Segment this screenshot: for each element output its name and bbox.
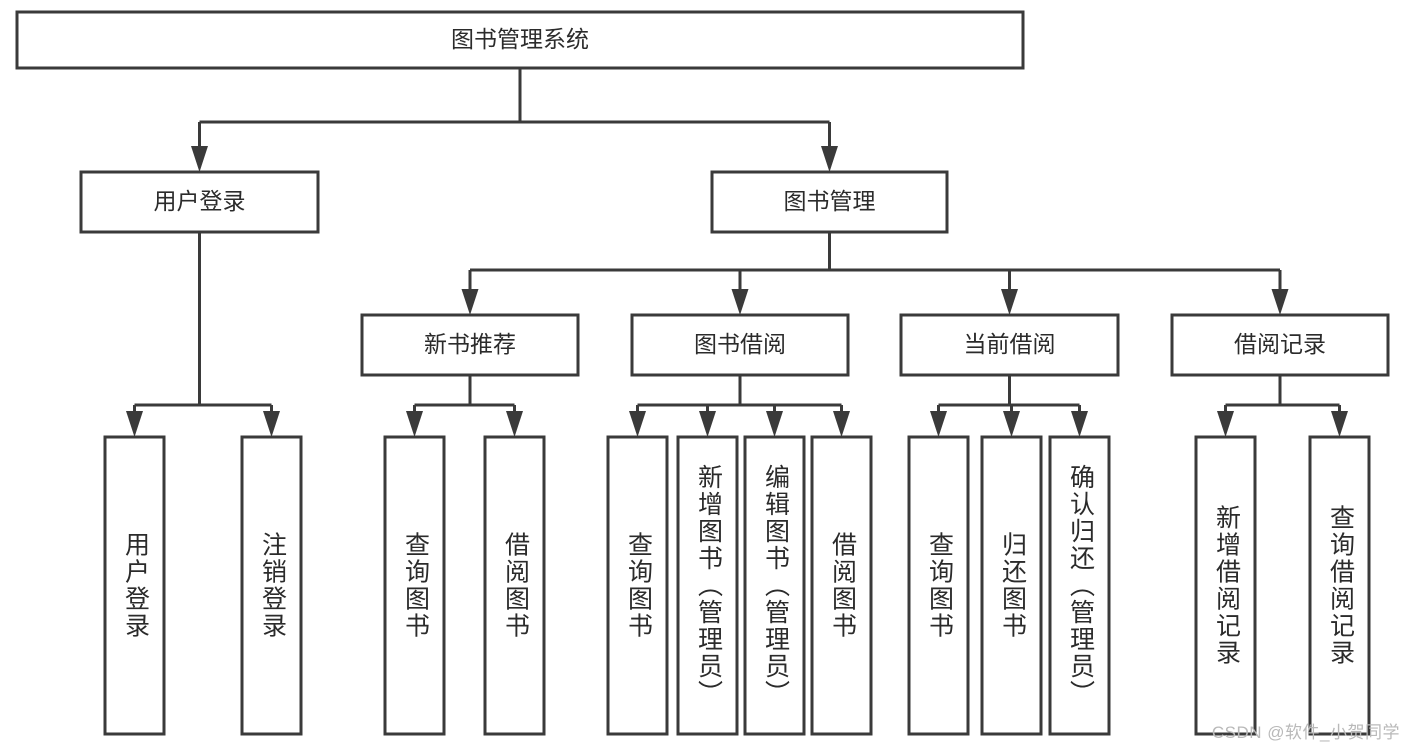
node-borrow-records[interactable]: 借阅记录 bbox=[1170, 313, 1390, 377]
node-box-confirm-return-admin bbox=[1048, 435, 1111, 736]
node-label-confirm-return-admin: 确认归还（管理员） bbox=[1067, 464, 1096, 707]
csdn-watermark: CSDN @软件_小贺同学 bbox=[1211, 723, 1400, 742]
node-book-management[interactable]: 图书管理 bbox=[710, 170, 949, 234]
node-box-query-book-3 bbox=[907, 435, 970, 736]
node-label-user-login-do: 用户登录 bbox=[122, 532, 151, 640]
node-box-user-login-do bbox=[103, 435, 166, 736]
node-new-book-recommend[interactable]: 新书推荐 bbox=[360, 313, 580, 377]
node-root[interactable]: 图书管理系统 bbox=[15, 10, 1025, 70]
node-user-login-do[interactable]: 用户登录 bbox=[103, 435, 166, 736]
node-box-root bbox=[15, 10, 1025, 70]
node-box-edit-book-admin bbox=[743, 435, 806, 736]
node-borrow-book-1[interactable]: 借阅图书 bbox=[483, 435, 546, 736]
node-book-borrow[interactable]: 图书借阅 bbox=[630, 313, 850, 377]
node-box-return-book bbox=[980, 435, 1043, 736]
connector-edges bbox=[126, 68, 1348, 437]
node-box-add-book-admin bbox=[676, 435, 739, 736]
node-add-book-admin[interactable]: 新增图书（管理员） bbox=[676, 435, 739, 736]
node-box-query-book-2 bbox=[606, 435, 669, 736]
node-box-user-login bbox=[79, 170, 320, 234]
node-label-user-logout: 注销登录 bbox=[259, 532, 288, 640]
node-add-borrow-record[interactable]: 新增借阅记录 bbox=[1194, 435, 1257, 736]
node-label-user-login: 用户登录 bbox=[154, 188, 246, 214]
node-query-borrow-record[interactable]: 查询借阅记录 bbox=[1308, 435, 1371, 736]
node-label-query-book-2: 查询图书 bbox=[625, 532, 654, 640]
node-label-query-borrow-record: 查询借阅记录 bbox=[1327, 505, 1356, 667]
node-borrow-book-2[interactable]: 借阅图书 bbox=[810, 435, 873, 736]
node-label-query-book-1: 查询图书 bbox=[402, 532, 431, 640]
node-edit-book-admin[interactable]: 编辑图书（管理员） bbox=[743, 435, 806, 736]
node-box-user-logout bbox=[240, 435, 303, 736]
node-box-new-book-recommend bbox=[360, 313, 580, 377]
node-label-borrow-book-2: 借阅图书 bbox=[829, 532, 858, 640]
node-current-borrow[interactable]: 当前借阅 bbox=[899, 313, 1120, 377]
node-confirm-return-admin[interactable]: 确认归还（管理员） bbox=[1048, 435, 1111, 736]
node-user-login[interactable]: 用户登录 bbox=[79, 170, 320, 234]
node-box-borrow-records bbox=[1170, 313, 1390, 377]
node-box-add-borrow-record bbox=[1194, 435, 1257, 736]
node-user-logout[interactable]: 注销登录 bbox=[240, 435, 303, 736]
node-return-book[interactable]: 归还图书 bbox=[980, 435, 1043, 736]
node-label-book-management: 图书管理 bbox=[784, 188, 876, 214]
diagram-nodes: 图书管理系统用户登录图书管理用户登录注销登录新书推荐查询图书借阅图书图书借阅查询… bbox=[15, 10, 1390, 736]
node-label-borrow-records: 借阅记录 bbox=[1234, 331, 1326, 357]
node-box-query-borrow-record bbox=[1308, 435, 1371, 736]
node-label-borrow-book-1: 借阅图书 bbox=[502, 532, 531, 640]
node-label-root: 图书管理系统 bbox=[451, 26, 589, 52]
node-label-query-book-3: 查询图书 bbox=[926, 532, 955, 640]
node-box-borrow-book-1 bbox=[483, 435, 546, 736]
node-label-add-book-admin: 新增图书（管理员） bbox=[695, 464, 724, 707]
node-label-book-borrow: 图书借阅 bbox=[694, 331, 786, 357]
node-query-book-1[interactable]: 查询图书 bbox=[383, 435, 446, 736]
node-label-new-book-recommend: 新书推荐 bbox=[424, 331, 516, 357]
node-query-book-2[interactable]: 查询图书 bbox=[606, 435, 669, 736]
node-box-current-borrow bbox=[899, 313, 1120, 377]
node-label-edit-book-admin: 编辑图书（管理员） bbox=[762, 464, 791, 707]
node-box-book-management bbox=[710, 170, 949, 234]
node-box-query-book-1 bbox=[383, 435, 446, 736]
node-box-borrow-book-2 bbox=[810, 435, 873, 736]
node-label-current-borrow: 当前借阅 bbox=[964, 331, 1056, 357]
node-label-add-borrow-record: 新增借阅记录 bbox=[1213, 505, 1242, 667]
node-box-book-borrow bbox=[630, 313, 850, 377]
node-label-return-book: 归还图书 bbox=[999, 532, 1028, 640]
node-query-book-3[interactable]: 查询图书 bbox=[907, 435, 970, 736]
